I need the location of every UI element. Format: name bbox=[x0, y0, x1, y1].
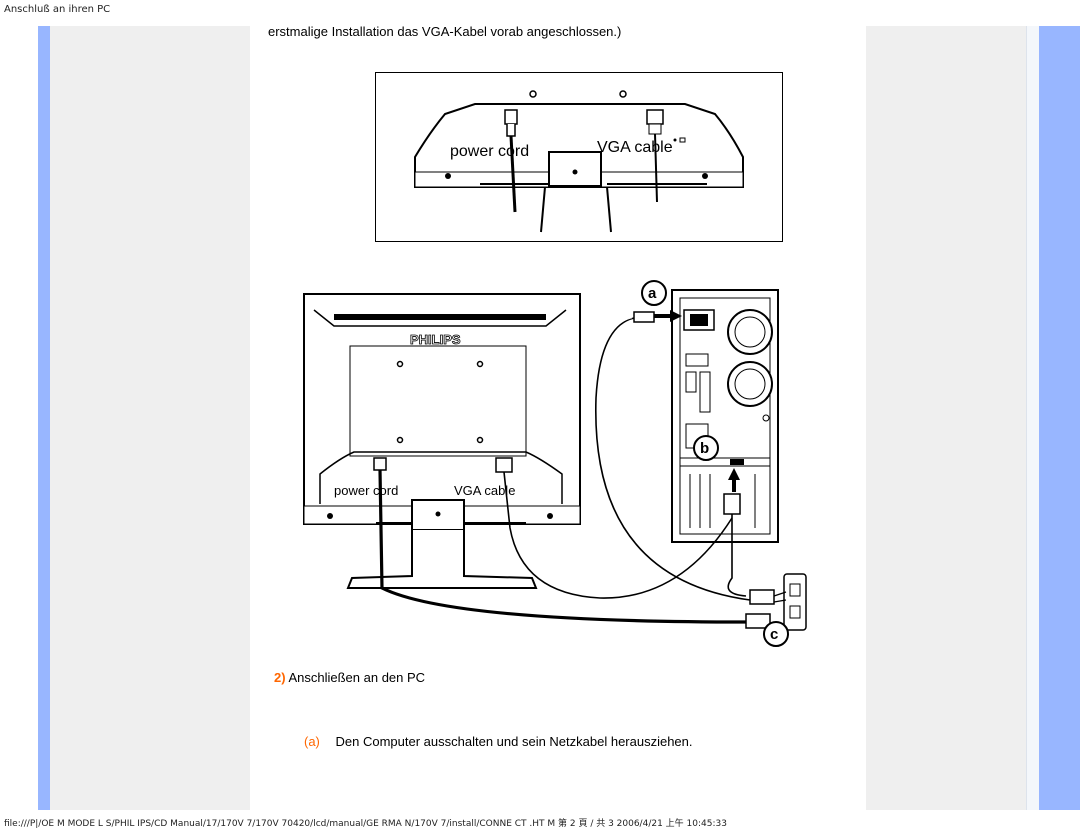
marker-c: c bbox=[770, 626, 778, 643]
step-a-label: (a) bbox=[304, 734, 320, 749]
step-a-text: Den Computer ausschalten und sein Netzka… bbox=[335, 734, 693, 749]
monitor-back-closeup-figure: power cord VGA cable bbox=[375, 72, 783, 242]
step-heading: 2) Anschließen an den PC bbox=[274, 670, 425, 685]
right-gray-column bbox=[866, 26, 1026, 810]
top-power-cord-label: power cord bbox=[450, 143, 529, 160]
step-a: (a) Den Computer ausschalten und sein Ne… bbox=[304, 734, 693, 749]
intro-text: erstmalige Installation das VGA-Kabel vo… bbox=[268, 24, 622, 39]
page-header-title: Anschluß an ihren PC bbox=[4, 4, 111, 15]
marker-a: a bbox=[648, 285, 657, 302]
main-power-cord-label: power cord bbox=[334, 483, 398, 498]
left-blue-bar bbox=[38, 26, 50, 810]
marker-b: b bbox=[700, 440, 709, 457]
monitor-pc-connection-figure: PHILIPS power cord VGA cable bbox=[303, 280, 807, 647]
brand-label: PHILIPS bbox=[410, 332, 461, 347]
right-light-strip bbox=[1026, 26, 1039, 810]
step-number: 2) bbox=[274, 670, 286, 685]
right-blue-bar bbox=[1039, 26, 1080, 810]
main-vga-cable-label: VGA cable bbox=[454, 483, 515, 498]
top-vga-cable-label: VGA cable bbox=[597, 139, 673, 156]
left-gray-column bbox=[50, 26, 250, 810]
step-heading-text: Anschließen an den PC bbox=[288, 670, 426, 685]
footer-file-path: file:///P|/OE M MODE L S/PHIL IPS/CD Man… bbox=[4, 819, 727, 829]
